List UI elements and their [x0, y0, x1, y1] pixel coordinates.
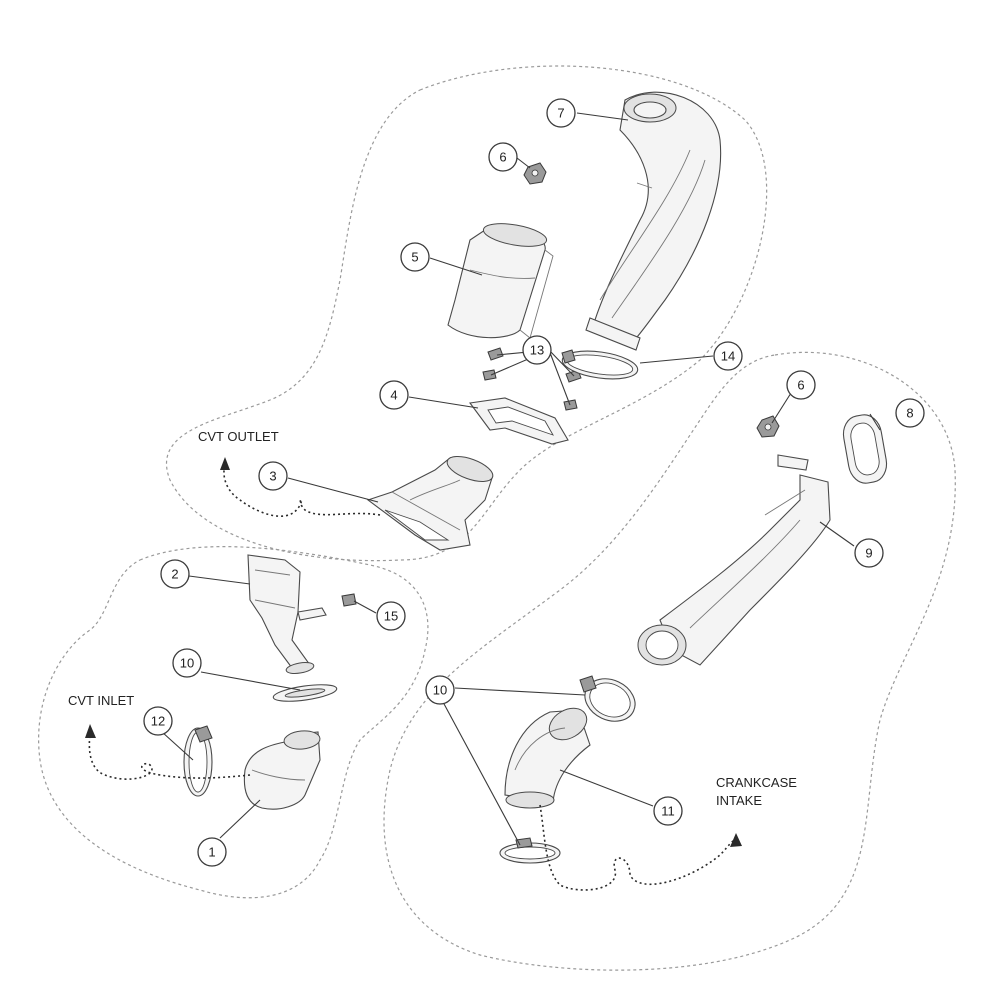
svg-text:6: 6: [499, 150, 506, 165]
part-13-screws: [482, 347, 582, 411]
part-4-gasket: [469, 397, 569, 445]
part-10-clamp-bottom: [499, 837, 561, 864]
svg-text:10: 10: [433, 683, 447, 698]
zone-label-cvt-outlet: CVT OUTLET: [198, 429, 279, 444]
callout-3: 3: [258, 461, 288, 491]
svg-text:2: 2: [171, 567, 178, 582]
callout-10-left: 10: [172, 648, 202, 678]
leader-lines: [161, 112, 881, 846]
svg-text:4: 4: [390, 388, 397, 403]
callout-6-upper: 6: [488, 142, 518, 172]
part-6-nut-right: [756, 415, 780, 438]
svg-text:7: 7: [557, 106, 564, 121]
svg-text:3: 3: [269, 469, 276, 484]
svg-text:13: 13: [530, 343, 544, 358]
svg-text:6: 6: [797, 378, 804, 393]
part-11-lower-elbow: [504, 707, 591, 809]
part-9-long-duct: [637, 454, 831, 666]
part-10-clamp-right: [579, 675, 636, 722]
part-10-gasket-left: [272, 684, 338, 702]
callout-8: 8: [895, 398, 925, 428]
airflow-arrow-cvt-outlet: [220, 457, 381, 517]
callout-7: 7: [546, 98, 576, 128]
svg-text:12: 12: [151, 714, 165, 729]
svg-text:9: 9: [865, 546, 872, 561]
part-3-outlet-elbow: [366, 456, 494, 551]
part-15-bolt: [341, 593, 357, 607]
callout-11: 11: [653, 796, 683, 826]
svg-text:1: 1: [208, 845, 215, 860]
zone-label-crankcase-intake-line2: INTAKE: [716, 793, 762, 808]
callout-1: 1: [197, 837, 227, 867]
zone-outline-crankcase-intake: [383, 351, 956, 971]
svg-text:5: 5: [411, 250, 418, 265]
svg-text:8: 8: [906, 406, 913, 421]
callout-14: 14: [713, 341, 743, 371]
part-14-clamp: [561, 349, 639, 380]
svg-text:14: 14: [721, 349, 735, 364]
svg-text:15: 15: [384, 609, 398, 624]
callout-4: 4: [379, 380, 409, 410]
callout-15: 15: [376, 601, 406, 631]
part-8-oval-seal: [842, 414, 888, 484]
svg-text:11: 11: [661, 804, 675, 819]
airflow-arrow-crankcase-intake: [539, 804, 742, 891]
callout-12: 12: [143, 706, 173, 736]
airflow-arrow-cvt-inlet: [85, 724, 251, 780]
zone-label-cvt-inlet: CVT INLET: [68, 693, 134, 708]
callout-5: 5: [400, 242, 430, 272]
zone-outline-cvt-inlet: [38, 546, 429, 899]
callout-9: 9: [854, 538, 884, 568]
callout-6-right: 6: [786, 370, 816, 400]
part-12-hose-clamp: [183, 725, 213, 797]
zone-outline-cvt-outlet: [166, 65, 768, 562]
part-5-boot: [447, 223, 554, 339]
callout-13: 13: [522, 335, 552, 365]
svg-text:10: 10: [180, 656, 194, 671]
callout-10-right: 10: [425, 675, 455, 705]
part-1-inlet-elbow: [243, 730, 321, 810]
zone-label-crankcase-intake-line1: CRANKCASE: [716, 775, 797, 790]
part-7-upper-duct: [585, 91, 722, 351]
callout-2: 2: [160, 559, 190, 589]
part-2-inlet-duct: [247, 554, 327, 674]
